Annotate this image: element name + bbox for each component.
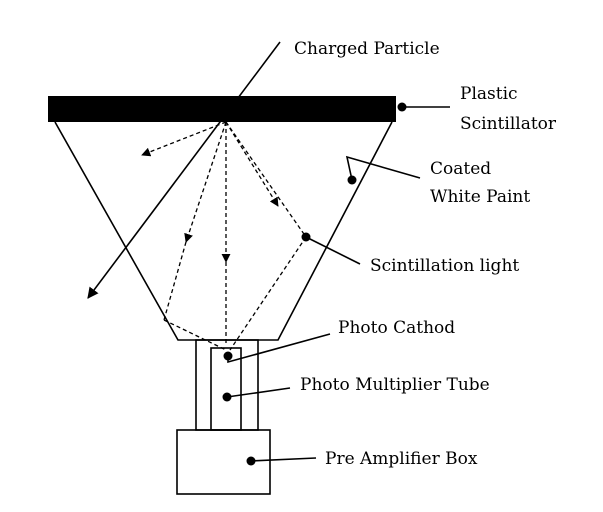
photo-cathod-leader: [227, 333, 331, 364]
photo-multiplier-tube-label: Photo Multiplier Tube: [300, 375, 490, 395]
coated-label: Coated: [430, 159, 491, 179]
scintillation-light-label: Scintillation light: [370, 256, 519, 276]
pre-amplifier-box-label: Pre Amplifier Box: [325, 449, 478, 469]
charged-particle-label: Charged Particle: [294, 39, 440, 59]
white-paint-leader: [345, 155, 421, 181]
plastic-scintillator-bar: [48, 96, 396, 122]
pre-amplifier-box: [176, 429, 271, 495]
scintillator-label: Scintillator: [460, 114, 557, 134]
charged-particle-track: [87, 41, 281, 299]
pmt-leader: [226, 387, 291, 398]
light-guide-funnel: [54, 121, 393, 341]
pre-amplifier-leader: [250, 457, 317, 462]
white-paint-label: White Paint: [430, 187, 530, 207]
scintillation-light-rays: [141, 121, 307, 351]
scintillation-light-leader: [305, 236, 361, 265]
photo-cathod-label: Photo Cathod: [338, 318, 455, 338]
plastic-label: Plastic: [460, 84, 518, 104]
